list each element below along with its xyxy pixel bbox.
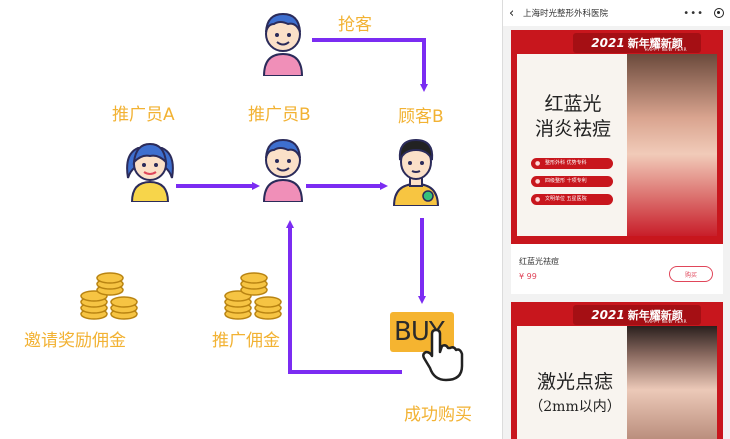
label-customer-b: 顾客B [398,107,444,127]
page-title: 上海时光整形外科医院 [523,9,609,19]
product-name: 红蓝光祛痘 [519,257,559,266]
referral-diagram: BUY 抢客 推广员A 推广员B 顾客B 邀请奖励佣金 推广佣金 成功购买 [24,12,472,425]
model-photo [627,326,717,439]
product-card[interactable]: 2021 新年耀新颜 HAPPY NEW YEAR 红蓝光 消炎祛痘 整形外科 … [511,30,723,294]
feature-tag: 整形外科 优势专科 [531,158,613,169]
girl-avatar-icon [126,142,174,202]
feature-tag: 四级整形 十项专利 [531,176,613,187]
feature-tag: 文明单位 五星医院 [531,194,613,205]
back-icon[interactable]: ‹ [509,5,515,21]
hand-pointer-icon [422,328,464,382]
flow-arrows [176,38,428,374]
poster-title: 激光点痣 （2mm以内） [529,371,621,415]
close-target-icon[interactable] [714,8,724,18]
new-year-banner: 2021 新年耀新颜 HAPPY NEW YEAR [573,33,701,53]
arrow-buy-to-b [286,220,402,374]
product-price: ¥ 99 [519,272,537,281]
coins-icon [224,272,282,320]
model-photo [627,54,717,236]
boy-avatar-icon [262,138,304,202]
label-promoter-b: 推广员B [248,105,311,125]
customer-avatar-icon [392,138,440,206]
label-invite-reward: 邀请奖励佣金 [24,331,126,351]
poster-title: 红蓝光 消炎祛痘 [534,93,611,140]
product-poster: 2021 新年耀新颜 HAPPY NEW YEAR 激光点痣 （2mm以内） [511,302,723,439]
arrow-grab [312,38,428,92]
label-purchase-success: 成功购买 [404,405,472,425]
more-icon[interactable]: ••• [683,7,704,19]
label-promoter-a: 推广员A [112,105,175,125]
phone-preview: ‹ 上海时光整形外科医院 ••• 2021 新年耀新颜 HAPPY NEW YE… [502,0,730,439]
label-promo-commission: 推广佣金 [212,331,280,351]
phone-header: ‹ 上海时光整形外科医院 ••• [503,0,730,26]
coins-icon [80,272,138,320]
label-grab: 抢客 [338,15,372,35]
new-year-banner: 2021 新年耀新颜 HAPPY NEW YEAR [573,305,701,325]
product-card[interactable]: 2021 新年耀新颜 HAPPY NEW YEAR 激光点痣 （2mm以内） [511,302,723,439]
product-poster: 2021 新年耀新颜 HAPPY NEW YEAR 红蓝光 消炎祛痘 整形外科 … [511,30,723,244]
buy-button[interactable]: 购买 [669,266,713,282]
boy-avatar-icon [262,12,304,76]
